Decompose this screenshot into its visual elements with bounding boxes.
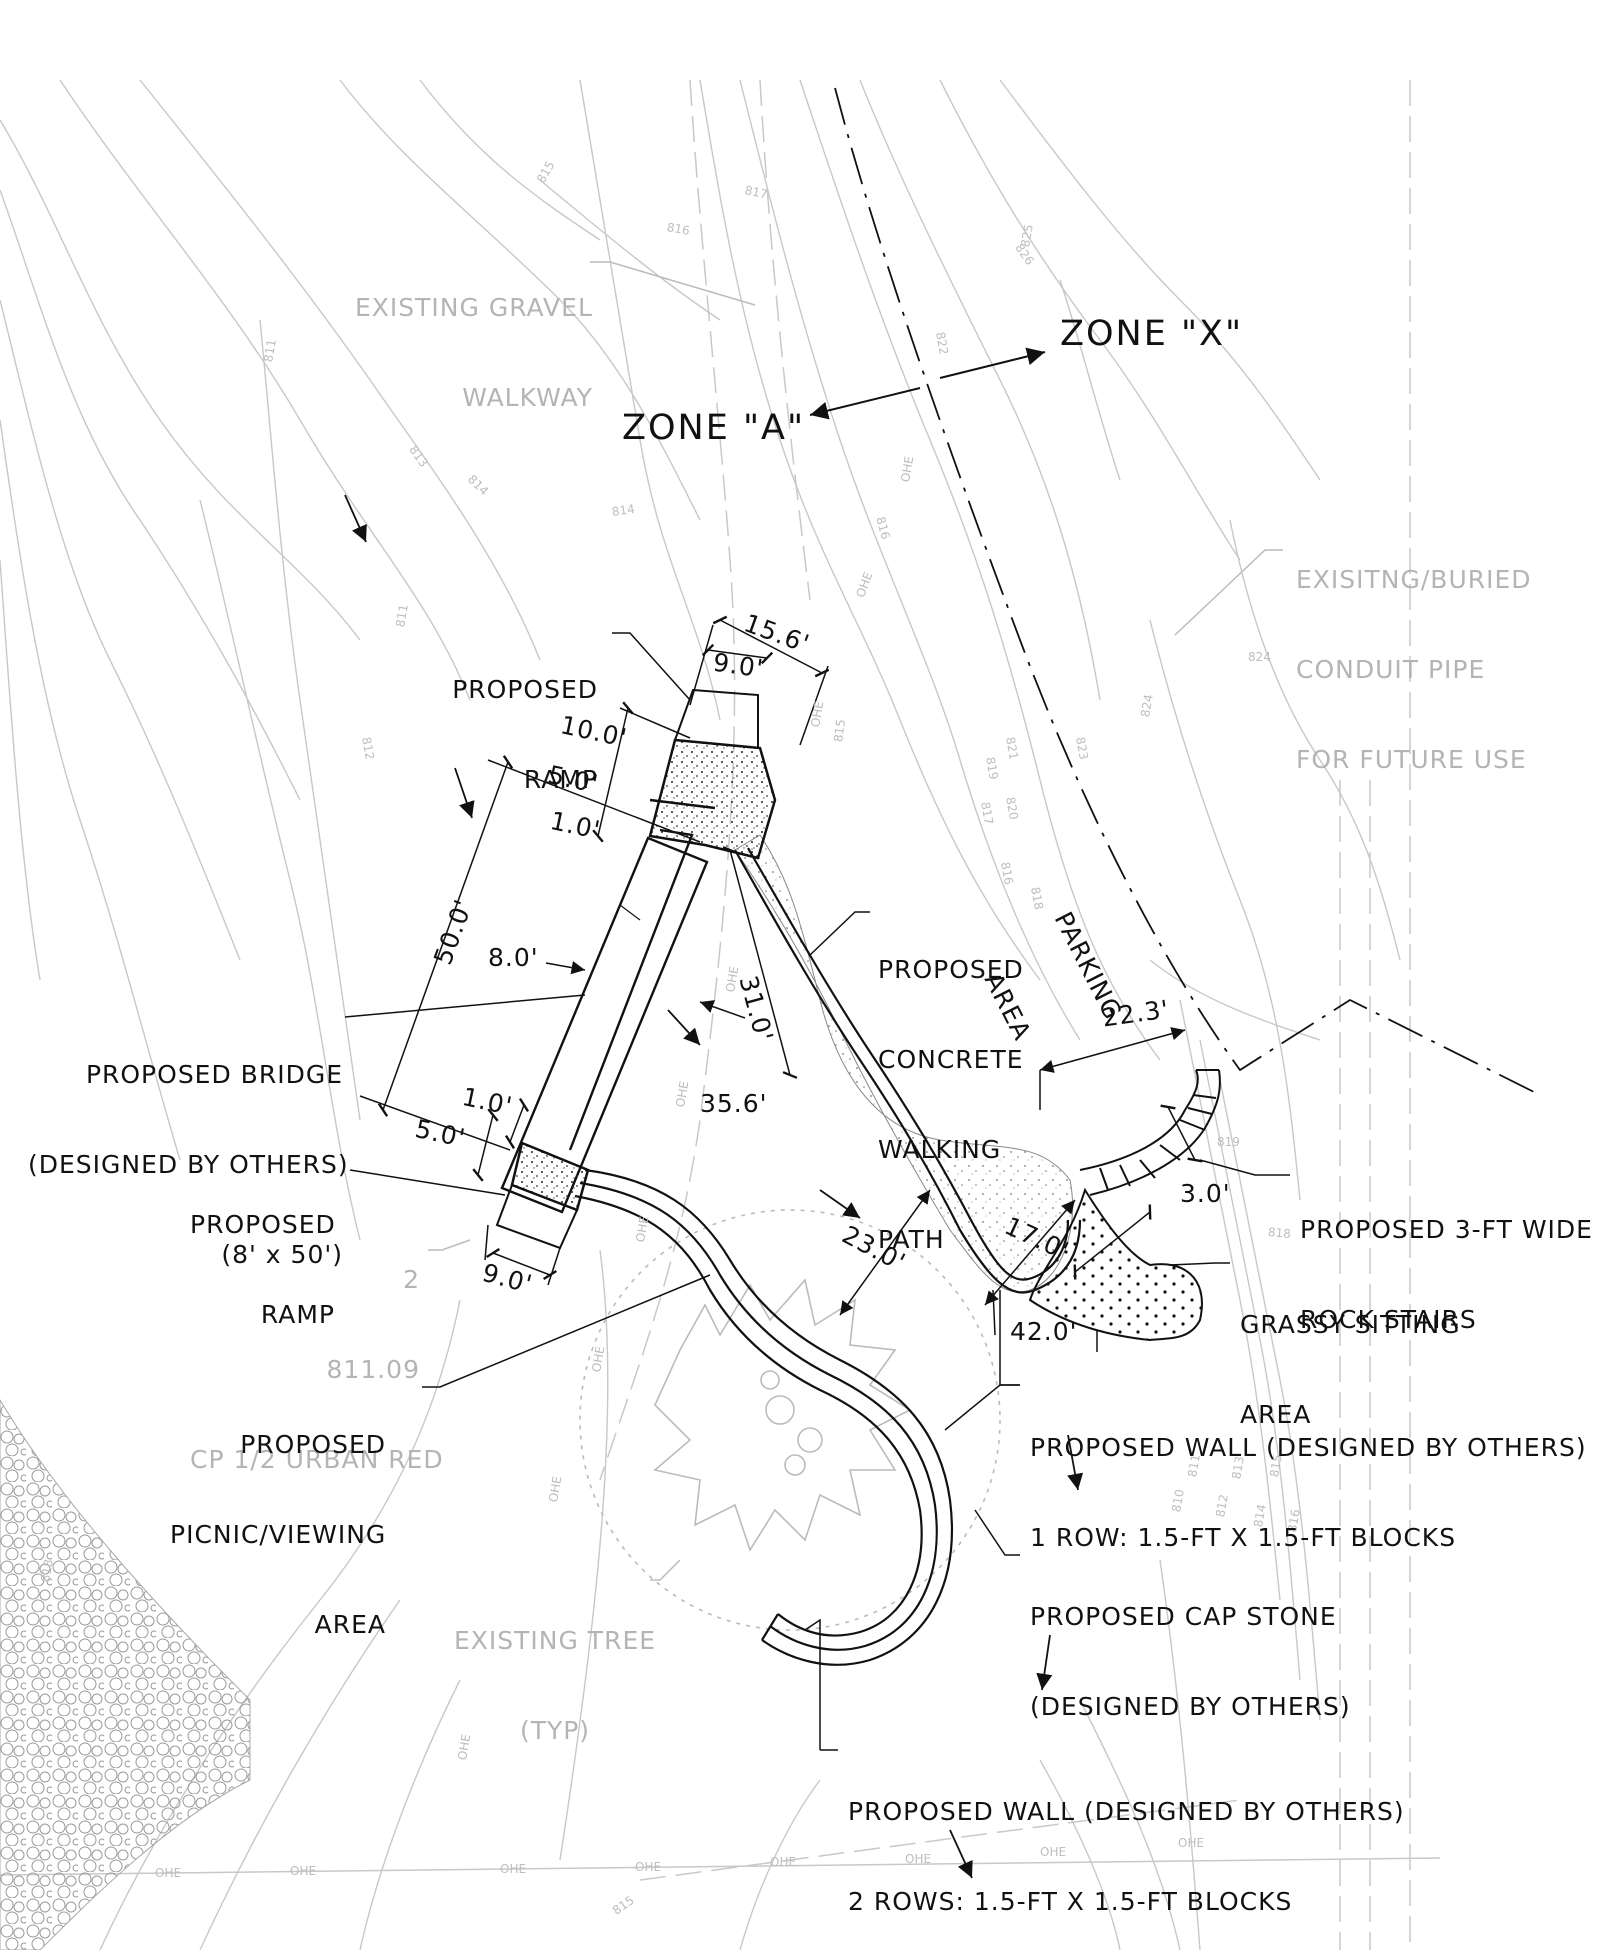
zone-a-arrow	[809, 387, 921, 420]
existing-tree-label: EXISTING TREE (TYP)	[440, 1566, 670, 1776]
ohe-label: OHE	[635, 1860, 662, 1874]
label-line: PROPOSED	[452, 675, 598, 704]
label-line: PROPOSED 3-FT WIDE	[1300, 1215, 1593, 1244]
label-line: (TYP)	[519, 1716, 591, 1745]
label-line: 1 ROW: 1.5-FT X 1.5-FT BLOCKS	[1030, 1523, 1457, 1552]
label-line: PROPOSED BRIDGE	[85, 1060, 343, 1089]
dimension-42-0: 42.0'	[1010, 1317, 1078, 1346]
label-line: AREA	[314, 1610, 386, 1639]
label-line: PROPOSED WALL (DESIGNED BY OTHERS)	[1030, 1433, 1587, 1462]
label-line: PROPOSED WALL (DESIGNED BY OTHERS)	[848, 1797, 1405, 1826]
label-line: WALKING	[878, 1135, 1002, 1164]
ohe-label: OHE	[905, 1852, 932, 1866]
proposed-ramp-top	[648, 688, 777, 860]
label-line: RAMP	[523, 765, 598, 794]
elevation-label: 824	[1248, 650, 1271, 664]
label-line: EXISTING TREE	[453, 1626, 657, 1655]
ohe-label: OHE	[155, 1866, 182, 1880]
leader-lines	[344, 261, 1290, 1751]
ohe-label: OHE	[770, 1855, 797, 1869]
proposed-ramp-top-label: PROPOSED RAMP	[440, 615, 598, 825]
elevation-label: 818	[1267, 1225, 1292, 1241]
grassy-sitting-area-label: GRASSY SITTING AREA	[1240, 1250, 1461, 1460]
label-line: 2	[403, 1265, 420, 1294]
proposed-concrete-path-label: PROPOSED CONCRETE WALKING PATH	[878, 895, 1024, 1285]
label-line: EXISITNG/BURIED	[1296, 565, 1532, 594]
riprap-area	[0, 1399, 251, 1950]
rock-stairs-label: PROPOSED 3-FT WIDE ROCK STAIRS	[1300, 1155, 1593, 1365]
dimension-35-6: 35.6'	[700, 1089, 768, 1118]
proposed-wall-two-rows	[574, 1168, 953, 1666]
existing-conduit-label: EXISITNG/BURIED CONDUIT PIPE FOR FUTURE …	[1296, 505, 1532, 805]
ohe-label: OHE	[1040, 1845, 1067, 1859]
label-line: EXISTING GRAVEL	[355, 293, 593, 322]
proposed-wall-one-row-label: PROPOSED WALL (DESIGNED BY OTHERS) 1 ROW…	[1030, 1373, 1587, 1583]
proposed-bridge-label: PROPOSED BRIDGE (DESIGNED BY OTHERS) (8'…	[28, 1000, 349, 1300]
label-line: 2 ROWS: 1.5-FT X 1.5-FT BLOCKS	[848, 1887, 1293, 1916]
label-line: CONCRETE	[878, 1045, 1024, 1074]
label-line: FOR FUTURE USE	[1296, 745, 1527, 774]
label-line: (DESIGNED BY OTHERS)	[28, 1150, 349, 1179]
dimension-lines	[359, 615, 1203, 1352]
dimension-8-0: 8.0'	[488, 943, 539, 972]
label-line: RAMP	[260, 1300, 335, 1329]
label-line: PROPOSED	[878, 955, 1024, 984]
zone-a-label: ZONE "A"	[622, 408, 806, 448]
label-line: PROPOSED	[190, 1210, 336, 1239]
proposed-wall-two-rows-label: PROPOSED WALL (DESIGNED BY OTHERS) 2 ROW…	[848, 1737, 1405, 1947]
label-line: PATH	[878, 1225, 945, 1254]
proposed-ramp-bottom	[495, 1141, 590, 1250]
rock-stairs	[1079, 1069, 1221, 1196]
label-line: (DESIGNED BY OTHERS)	[1030, 1692, 1351, 1721]
label-line: 811.09	[326, 1355, 420, 1384]
zone-boundary-line	[834, 87, 1541, 1096]
control-point-label: 2 811.09 CP 1/2 URBAN RED	[190, 1205, 444, 1505]
existing-tree	[579, 1209, 1001, 1631]
label-line: (8' x 50')	[221, 1240, 343, 1269]
contour-lines	[0, 79, 1401, 1950]
proposed-picnic-area-label: PROPOSED PICNIC/VIEWING AREA	[170, 1370, 386, 1670]
label-line: CONDUIT PIPE	[1296, 655, 1486, 684]
ohe-label: OHE	[500, 1862, 527, 1876]
label-line: CP 1/2 URBAN RED	[190, 1445, 444, 1474]
existing-walkway-edges	[599, 79, 1411, 1950]
label-line: GRASSY SITTING	[1240, 1310, 1461, 1339]
proposed-cap-stone-label: PROPOSED CAP STONE (DESIGNED BY OTHERS)	[1030, 1542, 1351, 1752]
elevation-label: 819	[1217, 1135, 1240, 1149]
ohe-label: OHE	[1178, 1836, 1205, 1850]
label-line: AREA	[1240, 1400, 1312, 1429]
label-line: PROPOSED CAP STONE	[1030, 1602, 1337, 1631]
label-line: ROCK STAIRS	[1300, 1305, 1477, 1334]
proposed-ramp-bottom-label: PROPOSED RAMP	[190, 1150, 335, 1360]
label-line: WALKWAY	[462, 383, 593, 412]
existing-gravel-walkway-label: EXISTING GRAVEL WALKWAY	[355, 233, 593, 443]
dimension-3-0: 3.0'	[1180, 1179, 1231, 1208]
label-line: PICNIC/VIEWING	[170, 1520, 387, 1549]
label-line: AREA	[978, 968, 1038, 1046]
ohe-label: OHE	[290, 1864, 317, 1878]
label-line: PROPOSED	[240, 1430, 386, 1459]
zone-x-label: ZONE "X"	[1060, 314, 1244, 354]
zone-x-arrow	[939, 347, 1046, 379]
